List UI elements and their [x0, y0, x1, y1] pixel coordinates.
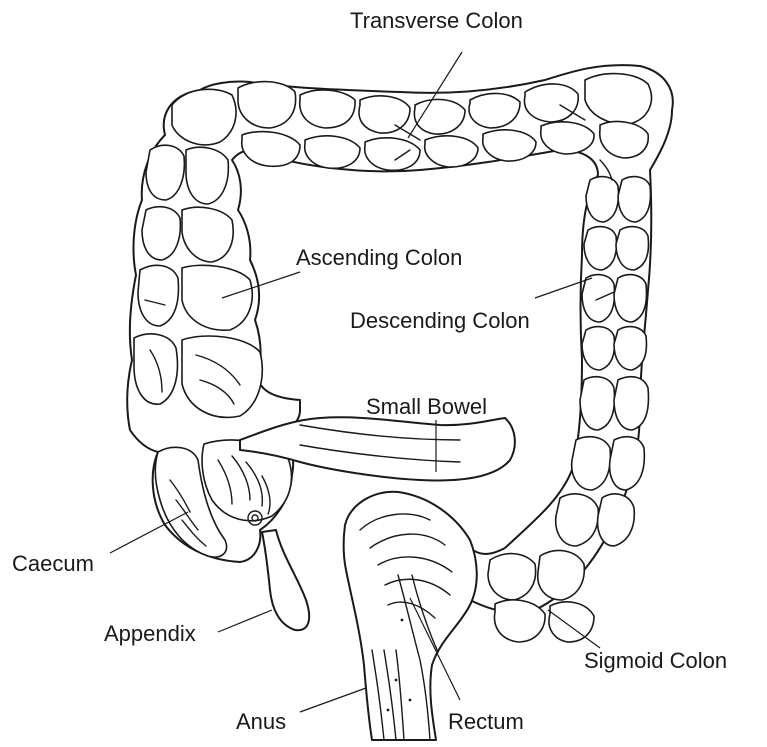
- label-caecum: Caecum: [12, 551, 94, 576]
- label-small-bowel: Small Bowel: [366, 394, 487, 419]
- leader-appendix: [218, 610, 272, 632]
- rectum-structure: [344, 492, 477, 740]
- label-ascending-colon: Ascending Colon: [296, 245, 462, 270]
- appendix-structure: [262, 530, 309, 630]
- label-transverse-colon: Transverse Colon: [350, 8, 523, 33]
- label-sigmoid-colon: Sigmoid Colon: [584, 648, 727, 673]
- label-rectum: Rectum: [448, 709, 524, 734]
- label-anus: Anus: [236, 709, 286, 734]
- ascending-colon-haustra: [134, 145, 262, 417]
- label-appendix: Appendix: [104, 621, 196, 646]
- leader-anus: [300, 688, 366, 712]
- label-descending-colon: Descending Colon: [350, 308, 530, 333]
